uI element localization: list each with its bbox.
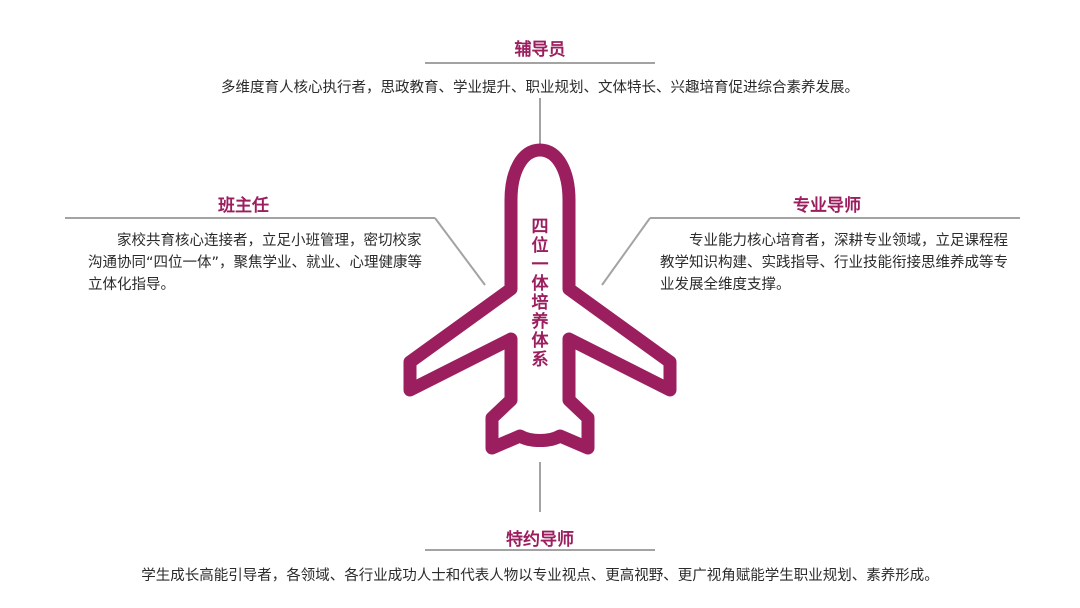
role-title-special-mentor: 特约导师 <box>506 530 574 550</box>
airplane-outline <box>403 143 677 455</box>
role-description-class-teacher: 家校共育核心连接者，立足小班管理，密切校家沟通协同“四位一体”，聚焦学业、就业、… <box>88 233 423 293</box>
center-label: 四位一体培养体系 <box>531 217 549 370</box>
role-description-counselor: 多维度育人核心执行者，思政教育、学业提升、职业规划、文体特长、兴趣培育促进综合素… <box>221 80 859 96</box>
role-description-professional-mentor: 专业能力核心培育者，深耕专业领域，立足课程程教学知识构建、实践指导、行业技能衔接… <box>660 233 1008 293</box>
role-description-special-mentor: 学生成长高能引导者，各领域、各行业成功人士和代表人物以专业视点、更高视野、更广视… <box>141 568 939 584</box>
role-title-counselor: 辅导员 <box>514 40 566 60</box>
role-title-class-teacher: 班主任 <box>218 196 269 216</box>
left-connector <box>434 217 486 286</box>
right-connector <box>601 217 651 286</box>
role-title-professional-mentor: 专业导师 <box>793 196 861 216</box>
